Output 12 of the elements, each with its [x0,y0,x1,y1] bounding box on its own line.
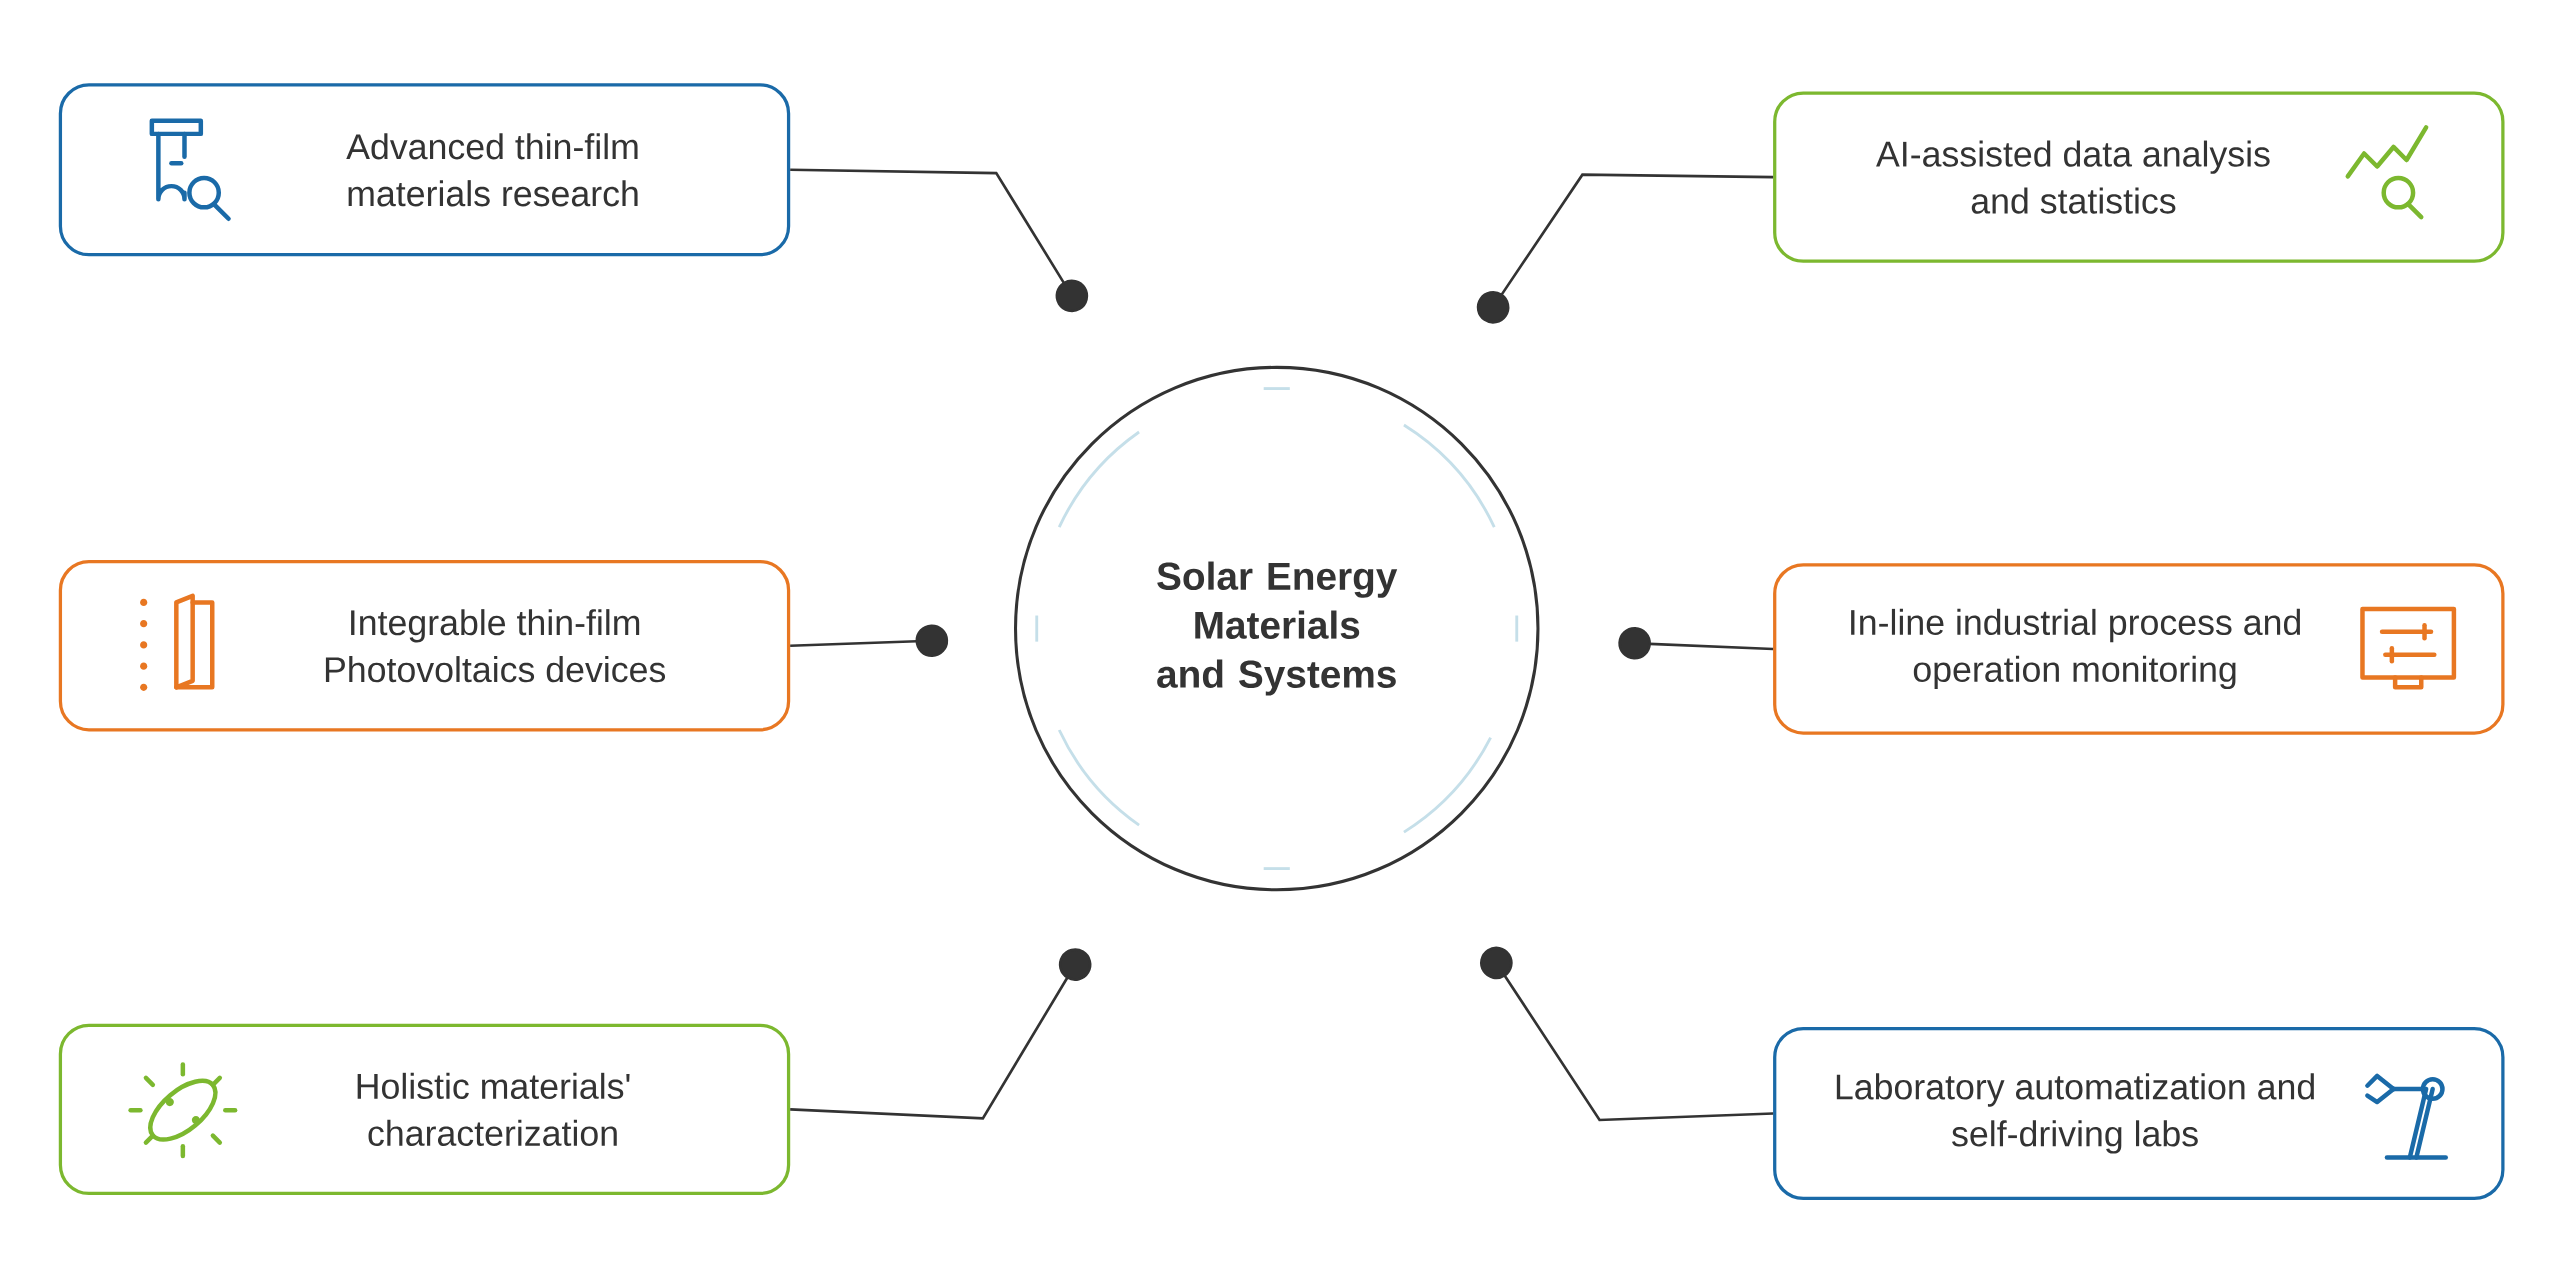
topic-box: In-line industrial process and operation monitoring [1773,563,2505,735]
topic-box: Advanced thin-film materials research [58,83,791,257]
connector [790,624,949,658]
connector [1618,626,1774,660]
topic-box: Laboratory automatization and self-driving labs [1773,1026,2505,1200]
topic-box: Holistic materials' characterization [58,1023,791,1196]
connector [1476,173,1774,324]
connector [790,948,1092,1120]
connector [1480,946,1774,1122]
connector [790,168,1089,313]
topic-box: Integrable thin-film Photovoltaics devices [58,560,791,732]
topic-box: AI-assisted data analysis and statistics [1773,91,2505,263]
